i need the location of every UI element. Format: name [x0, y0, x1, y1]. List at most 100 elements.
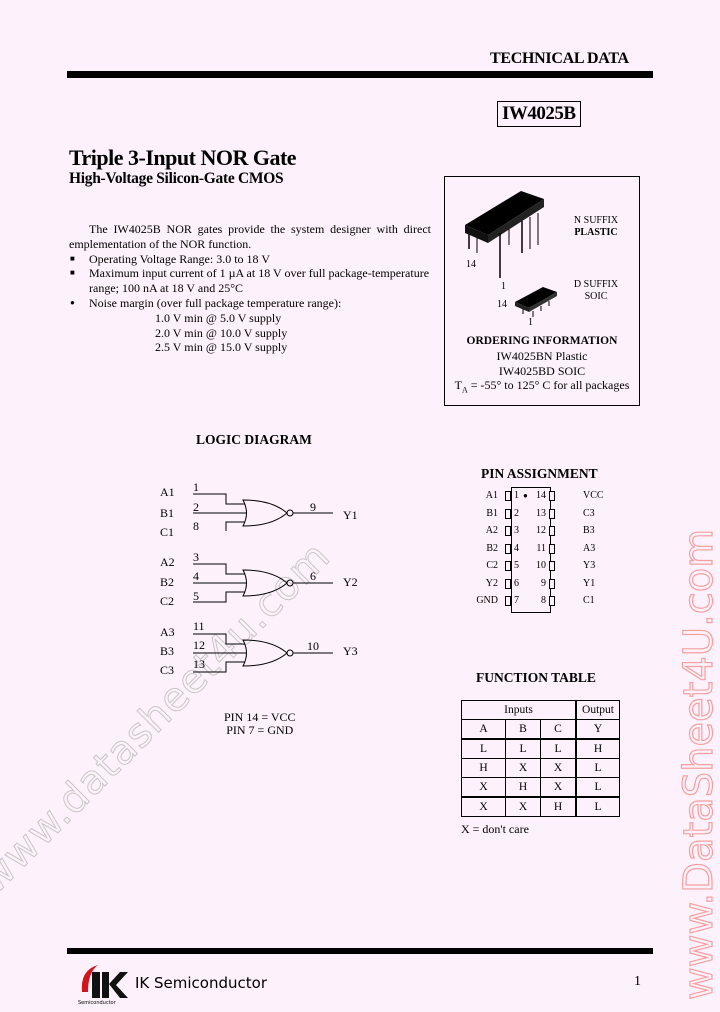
- signal-label: B3: [160, 644, 175, 658]
- pin-name: Y2: [485, 577, 498, 589]
- pin-pad-icon: [505, 578, 511, 589]
- bottom-divider: [67, 948, 653, 954]
- pin-pad-icon: [505, 596, 511, 606]
- pin-name: C2: [486, 560, 498, 571]
- pin-number: 2: [514, 507, 519, 519]
- pin-name: C3: [583, 507, 595, 519]
- company-name: IK Semiconductor: [135, 974, 267, 992]
- pin-assignment-title: PIN ASSIGNMENT: [481, 466, 598, 481]
- feature-list: ■Operating Voltage Range: 3.0 to 18 V ■M…: [69, 252, 431, 311]
- pin-pad-icon: [549, 508, 555, 519]
- top-divider: [67, 71, 653, 78]
- soic-package-icon: [515, 287, 557, 317]
- order-line: IW4025BD SOIC: [498, 363, 586, 378]
- feature-item: ●Noise margin (over full package tempera…: [70, 295, 342, 310]
- pin-pad-icon: [549, 526, 555, 536]
- signal-label: Y2: [343, 575, 358, 589]
- pin-number: 11: [536, 542, 546, 554]
- order-line: IW4025BN Plastic: [496, 349, 588, 363]
- n-suffix-label: N SUFFIX PLASTIC: [573, 215, 619, 238]
- pin-pad-icon: [505, 526, 511, 536]
- nor-gate-1-icon: [193, 493, 333, 531]
- signal-label: A3: [160, 625, 175, 639]
- pin-number: 5: [514, 560, 519, 571]
- logic-diagram-title: LOGIC DIAGRAM: [196, 432, 312, 447]
- bullet-square-icon: ■: [70, 253, 75, 263]
- d-suffix-label: D SUFFIX SOIC: [573, 279, 619, 302]
- pin-number: 3: [514, 525, 519, 536]
- package-drawings-icon: 14 1 14 1: [465, 191, 557, 327]
- ordering-info-lines: IW4025BN Plastic IW4025BD SOIC TA = -55°…: [445, 349, 639, 398]
- pin-pad-icon: [549, 543, 555, 554]
- temp-range: TA = -55° to 125° C for all packages: [454, 378, 630, 395]
- svg-text:14: 14: [466, 259, 476, 270]
- page-number: 1: [634, 974, 641, 989]
- signal-label: Y1: [343, 508, 358, 522]
- pin-name: A2: [485, 525, 498, 536]
- pin-pad-icon: [549, 596, 555, 606]
- logic-diagram: A1 B1 C1 1 2 8 9 Y1 A2 B2 C2 3 4 5 6 Y2 …: [150, 475, 390, 685]
- pin-pad-icon: [549, 578, 555, 589]
- svg-text:1: 1: [501, 281, 506, 292]
- page-subtitle: High-Voltage Silicon-Gate CMOS: [69, 170, 284, 187]
- signal-label: B2: [160, 575, 175, 589]
- signal-label: A1: [160, 485, 175, 499]
- noise-margin-line: 1.0 V min @ 5.0 V supply: [155, 310, 282, 325]
- description: The IW4025B NOR gates provide the system…: [69, 222, 431, 355]
- pin-number: 3: [193, 550, 199, 564]
- pin-name: B2: [486, 542, 498, 554]
- function-table-title: FUNCTION TABLE: [476, 670, 596, 685]
- pin-number: 13: [193, 657, 205, 671]
- pin-name: B1: [486, 507, 498, 519]
- pin1-dot-icon: ●: [523, 491, 528, 500]
- pin-pad-icon: [505, 543, 511, 554]
- feature-item: ■Operating Voltage Range: 3.0 to 18 V: [70, 251, 270, 266]
- watermark-vertical: www.DataSheet4U.com: [675, 528, 720, 1000]
- nor-gate-3-icon: [193, 633, 333, 673]
- pin-number: 6: [310, 569, 316, 583]
- noise-margin-line: 2.0 V min @ 10.0 V supply: [155, 325, 288, 340]
- pin-pad-icon: [505, 491, 511, 501]
- pin-number: 12: [193, 638, 205, 652]
- pin-name: A3: [583, 542, 596, 554]
- pin-name: B3: [583, 525, 595, 536]
- table-group-header: Inputs Output: [461, 700, 620, 720]
- pin-number: 1: [193, 480, 199, 494]
- ordering-info-title: ORDERING INFORMATION: [466, 335, 618, 347]
- pin-number: 11: [193, 619, 205, 633]
- pin-number: 2: [193, 500, 199, 514]
- pin-number: 7: [514, 595, 519, 606]
- signal-label: B1: [160, 506, 175, 520]
- part-number-box: IW4025B: [497, 101, 581, 127]
- pin-number: 13: [536, 507, 546, 519]
- pin-number: 8: [541, 595, 546, 606]
- pin-note-vcc: PIN 14 = VCC: [224, 710, 296, 724]
- pin-number: 8: [193, 519, 199, 533]
- pin-name: VCC: [583, 490, 604, 501]
- pin-list: A1 B1 A2 B2 C2 Y2 GND 1 2 3 4 5 6 7 14 1…: [470, 487, 620, 612]
- pin-number: 5: [193, 589, 199, 603]
- pin-pad-icon: [505, 561, 511, 571]
- feature-item: ■Maximum input current of 1 µA at 18 V o…: [70, 266, 430, 296]
- noise-margin-line: 2.5 V min @ 15.0 V supply: [155, 340, 288, 355]
- dip-package-icon: [465, 191, 544, 278]
- pin-pad-icon: [505, 508, 511, 519]
- table-column-header: A B C Y: [461, 719, 620, 740]
- svg-text:Semiconductor: Semiconductor: [78, 1000, 117, 1006]
- signal-label: C1: [160, 525, 175, 539]
- pin-number: 14: [536, 490, 546, 501]
- pin-note-gnd: PIN 7 = GND: [226, 722, 294, 737]
- pin-number: 9: [310, 500, 316, 514]
- signal-label: A2: [160, 555, 175, 569]
- signal-label: C3: [160, 663, 175, 677]
- signal-label: Y3: [343, 644, 358, 658]
- pin-number: 4: [193, 569, 199, 583]
- pin-pad-icon: [549, 491, 555, 501]
- pin-name: Y1: [583, 577, 596, 589]
- signal-label: C2: [160, 594, 175, 608]
